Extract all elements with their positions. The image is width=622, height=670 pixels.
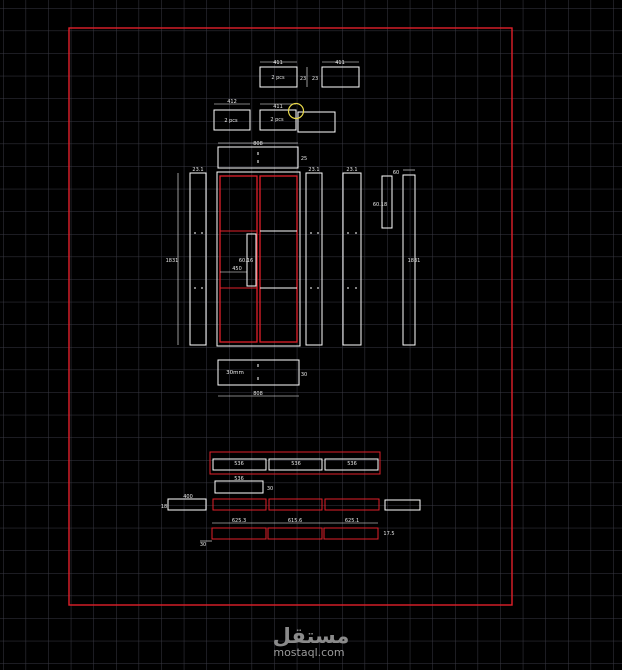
dim-label: 411 [273,60,283,66]
door-left[interactable] [219,175,258,343]
dim-label: 411 [273,104,283,110]
pcs-label: 2 pcs [271,75,285,81]
inner-divider[interactable] [246,233,257,287]
dim-label: 60 [393,170,399,176]
dim-label: 625.1 [345,518,359,524]
drawer-base-b[interactable] [268,498,323,511]
strip-panel[interactable] [381,175,393,229]
dim-label: 412 [227,99,237,105]
top-parts-group [213,61,360,133]
sheet-border [68,27,513,606]
drawer-front-a[interactable] [212,458,267,471]
dim-label: 30 [200,542,206,548]
dim-label: 23 [300,76,306,82]
dim-label: 615.6 [288,518,302,524]
door-right[interactable] [259,175,298,343]
watermark: مستقل mostaql.com [273,624,350,659]
cursor-circle-icon [287,102,305,120]
dim-label: 450 [232,266,242,272]
drawer-front-b[interactable] [268,458,323,471]
drawer-fronts-group [167,451,421,542]
rail-c[interactable] [323,527,379,540]
dim-label: 23.1 [346,167,357,173]
side-panel-right-1[interactable] [305,172,323,346]
part-panel-mid-right[interactable] [297,111,336,133]
part-panel-mid-center[interactable] [259,109,297,131]
pcs-label: 2 pcs [270,117,284,123]
pcs-label: 2 pcs [224,118,238,124]
dim-label: 25 [301,156,307,162]
dim-label: 30 [267,486,273,492]
dim-label: 23 [312,76,318,82]
cabinet-bottom-panel[interactable] [217,359,300,386]
dim-label: 536 [234,476,244,482]
dim-label: 18 [161,504,167,510]
dim-label: 536 [234,461,244,467]
rail-b[interactable] [267,527,323,540]
dim-label: 1831 [408,258,421,264]
dim-label: 536 [291,461,301,467]
part-panel-mid-left[interactable] [213,109,251,131]
dim-label: 60.16 [239,258,253,264]
dim-label: 625.3 [232,518,246,524]
dim-label: 808 [253,391,263,397]
dim-label: 23.1 [308,167,319,173]
drawer-right-part[interactable] [384,499,421,511]
tall-strip-panel[interactable] [402,174,416,346]
drawer-front-row[interactable] [209,451,381,475]
cabinet-elevation-group [177,169,416,347]
dim-label: 400 [183,494,193,500]
watermark-arabic: مستقل [273,624,350,648]
cabinet-top-group [217,142,299,169]
drawer-front-c[interactable] [324,458,379,471]
drawer-base-a[interactable] [212,498,267,511]
drawer-base-c[interactable] [324,498,380,511]
dim-label: 60.18 [373,202,387,208]
dim-label: 17.5 [383,531,394,537]
cabinet-bottom-group [217,359,300,397]
drawer-left-part[interactable] [167,498,207,511]
dim-label: 411 [335,60,345,66]
side-panel-left[interactable] [189,172,207,346]
rail-a[interactable] [211,527,267,540]
watermark-latin: mostaql.com [273,646,344,659]
dim-label: 30 [301,372,307,378]
dim-label: 23.1 [192,167,203,173]
part-panel-top-left[interactable] [259,66,298,88]
dim-label: 536 [347,461,357,467]
bottom-panel-label: 30mm [226,370,244,376]
side-panel-right-2[interactable] [342,172,362,346]
part-panel-top-right[interactable] [321,66,360,88]
drawer-single[interactable] [214,480,264,494]
cabinet-top-panel[interactable] [217,146,299,169]
dim-label: 808 [253,141,263,147]
cabinet-body[interactable] [216,171,301,347]
dim-label: 1831 [166,258,179,264]
